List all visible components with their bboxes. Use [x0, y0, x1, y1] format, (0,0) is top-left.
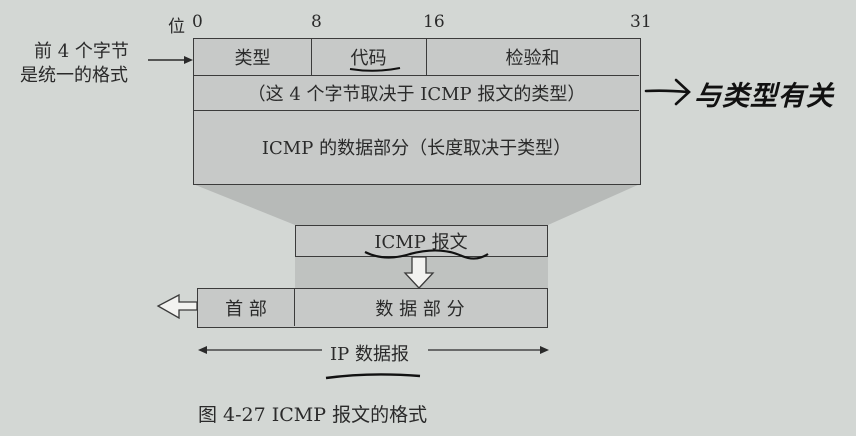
handwritten-note: 与类型有关	[694, 81, 834, 112]
bit-16-label: 16	[423, 12, 445, 32]
figure-caption: 图 4-27 ICMP 报文的格式	[198, 404, 428, 426]
row-divider-2	[194, 110, 639, 111]
handwritten-underline-icmp	[364, 249, 489, 260]
field-divider-8	[311, 39, 312, 75]
icmp-message-box: 类型 代码 检验和 （这 4 个字节取决于 ICMP 报文的类型） ICMP 的…	[193, 38, 641, 185]
bit-31-label: 31	[630, 12, 652, 32]
row-divider-1	[194, 75, 639, 76]
handwritten-arrow-icon	[644, 78, 691, 106]
bit-8-label: 8	[311, 12, 322, 32]
type-field: 类型	[234, 48, 271, 69]
bit-prefix-label: 位	[168, 17, 185, 37]
handwritten-underline-ip	[325, 373, 421, 380]
icmp-data-section: ICMP 的数据部分（长度取决于类型）	[261, 138, 572, 159]
field-divider-16	[426, 39, 427, 75]
ip-header-field: 首 部	[225, 298, 267, 320]
handwritten-underline-code	[349, 67, 401, 72]
bit-0-label: 0	[192, 12, 203, 32]
ip-header-divider	[294, 289, 295, 326]
ip-data-field: 数 据 部 分	[375, 298, 465, 320]
ip-datagram-label: IP 数据报	[326, 340, 413, 366]
side-note-line1: 前 4 个字节	[34, 41, 129, 62]
side-note-line2: 是统一的格式	[20, 65, 128, 86]
icmp-message-label: ICMP 报文	[374, 231, 468, 253]
code-field: 代码	[350, 48, 387, 69]
rest-of-header-field: （这 4 个字节取决于 ICMP 报文的类型）	[247, 83, 586, 105]
hollow-left-arrow-icon	[156, 293, 198, 320]
checksum-field: 检验和	[505, 48, 560, 69]
expansion-trapezoid	[193, 184, 640, 225]
hollow-down-arrow-icon	[403, 256, 435, 289]
